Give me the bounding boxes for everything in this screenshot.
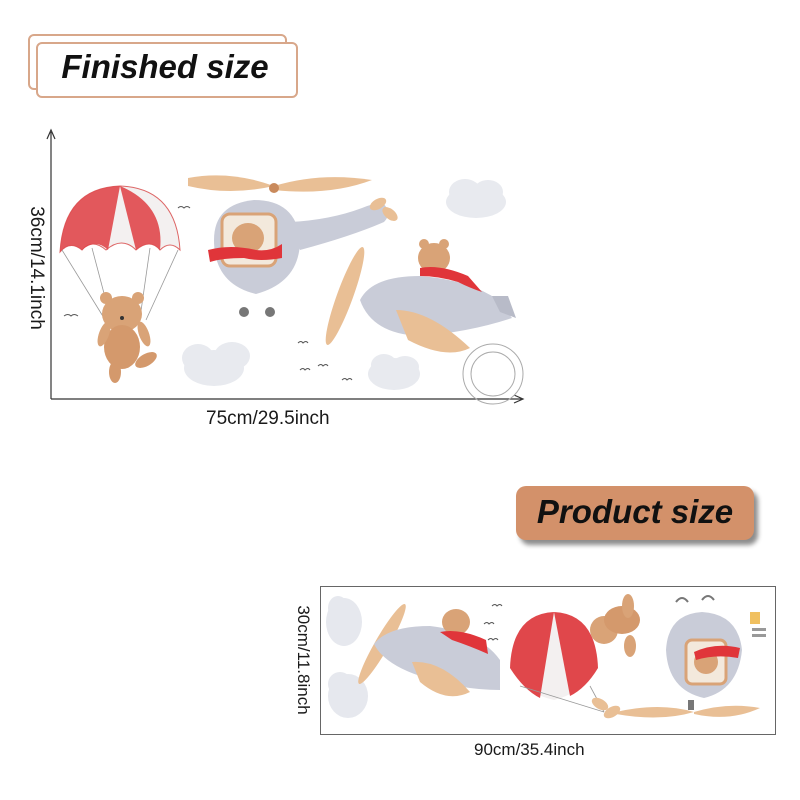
finished-dimension-axes <box>46 128 525 404</box>
clouds <box>182 179 506 390</box>
finished-size-label: Finished size <box>61 48 269 85</box>
sheet-parachute-bear <box>590 594 640 657</box>
product-height-dimension-wrap: 30cm/11.8inch <box>243 605 363 714</box>
sheet-label-tag <box>750 612 766 637</box>
product-height-dimension: 30cm/11.8inch <box>294 605 313 715</box>
airplane <box>325 239 516 353</box>
watermark-seal <box>462 343 524 405</box>
product-size-label: Product size <box>536 493 734 530</box>
finished-width-dimension: 75cm/29.5inch <box>206 408 330 429</box>
sheet-clouds <box>326 596 368 718</box>
sheet-parachute <box>510 612 605 713</box>
sheet-airplane <box>358 604 500 697</box>
sheet-birds <box>483 604 503 641</box>
finished-size-badge <box>36 42 298 98</box>
helicopter <box>188 175 398 317</box>
product-size-badge <box>516 486 754 540</box>
birds <box>63 206 353 381</box>
sheet-helicopter <box>591 595 760 719</box>
parachute-bear <box>59 185 181 383</box>
product-width-dimension: 90cm/35.4inch <box>474 740 585 759</box>
